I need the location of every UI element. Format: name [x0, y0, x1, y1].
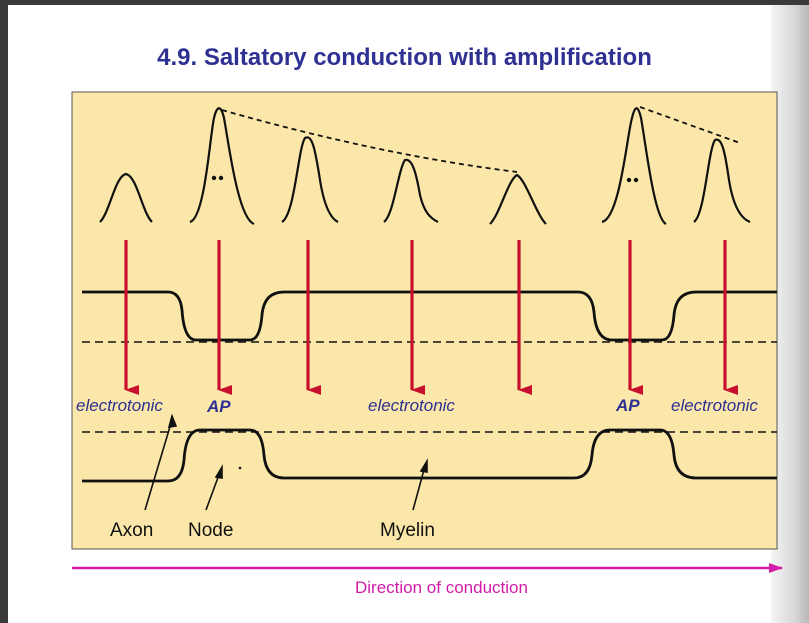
waveforms — [99, 107, 751, 226]
label-electrotonic-2: electrotonic — [368, 396, 455, 415]
label-axon: Axon — [110, 520, 153, 541]
speck — [238, 466, 242, 470]
waveform-ap-2 — [601, 107, 667, 225]
label-node: Node — [188, 520, 233, 541]
axon-pointer — [144, 419, 173, 511]
waveform-electrotonic-5 — [693, 138, 751, 224]
label-electrotonic-3: electrotonic — [671, 396, 758, 415]
label-ap-1: AP — [206, 397, 231, 416]
diagram-panel — [71, 91, 778, 550]
amplitude-decay-line — [221, 109, 518, 173]
label-myelin: Myelin — [380, 520, 435, 541]
label-electrotonic-1: electrotonic — [76, 396, 163, 415]
label-ap-2: AP — [615, 396, 640, 415]
node-pointer — [205, 471, 221, 511]
page-title: 4.9. Saltatory conduction with amplifica… — [157, 44, 652, 71]
axon-lower-outline — [82, 428, 777, 483]
waveform-electrotonic-3 — [383, 158, 439, 223]
myelin-pointer — [412, 465, 426, 511]
waveform-electrotonic-4 — [489, 173, 547, 225]
waveform-electrotonic-2 — [281, 136, 339, 223]
current-arrows — [124, 240, 738, 395]
label-direction: Direction of conduction — [355, 578, 528, 597]
waveform-electrotonic-1 — [99, 172, 153, 223]
waveform-ap-1 — [189, 107, 255, 226]
axon-upper-outline — [82, 290, 777, 342]
pointer-lines — [144, 413, 428, 511]
ap-markers — [211, 175, 639, 183]
